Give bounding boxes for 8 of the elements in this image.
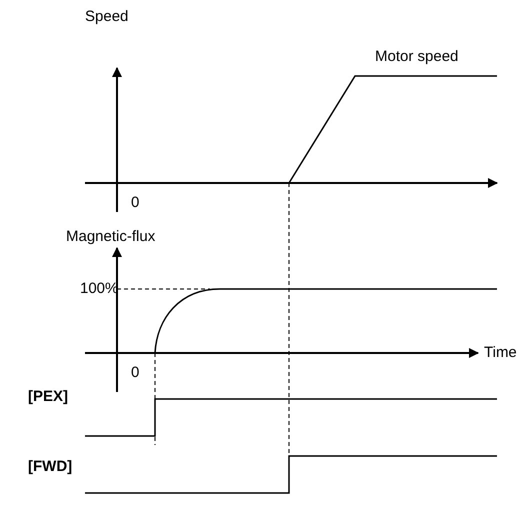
axis-label: Magnetic-flux (66, 228, 156, 246)
curve-label: Motor speed (375, 48, 458, 66)
axis-label: Speed (85, 8, 128, 26)
signal-name: [FWD] (28, 458, 72, 476)
origin-label: 0 (131, 364, 140, 382)
axis-label: Time (484, 344, 517, 362)
origin-label: 0 (131, 194, 140, 212)
signal-name: [PEX] (28, 388, 68, 406)
